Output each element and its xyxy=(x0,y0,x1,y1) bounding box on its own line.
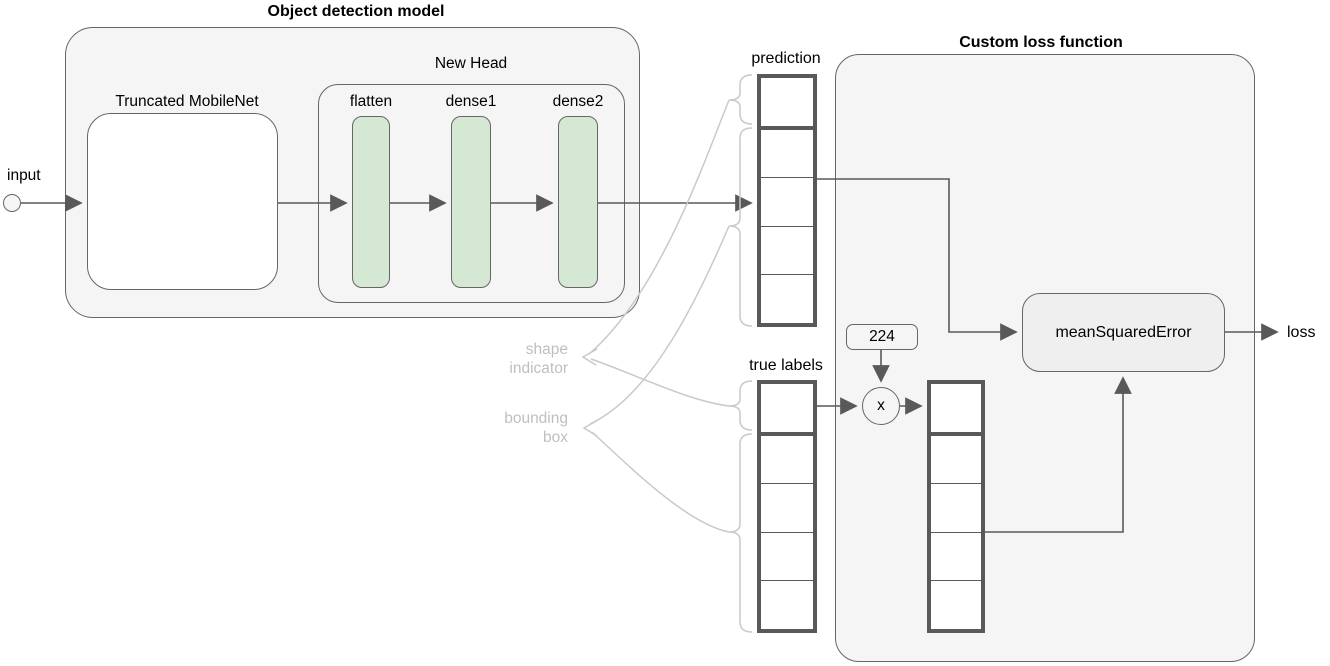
scaled-labels-cell xyxy=(931,431,981,484)
true-labels-cell xyxy=(761,384,813,432)
loss-label: loss xyxy=(1287,324,1316,341)
mean-squared-error-label: meanSquaredError xyxy=(1055,323,1192,341)
prediction-cell xyxy=(761,125,813,178)
brace-prediction-shape xyxy=(728,74,753,125)
prediction-label: prediction xyxy=(751,50,821,67)
brace-truelabels-bbox xyxy=(728,433,753,633)
input-label: input xyxy=(7,167,41,184)
prediction-cell xyxy=(761,274,813,323)
multiply-circle: x xyxy=(862,387,900,425)
shape-indicator-label: shape indicator xyxy=(509,341,568,377)
curve-truelabels-to-shape-indicator xyxy=(590,358,730,407)
true-labels-cell xyxy=(761,531,813,581)
truncated-mobilenet-box xyxy=(87,113,278,290)
scaled-labels-cell xyxy=(931,531,981,581)
scaled-labels-vector-stack xyxy=(927,380,985,633)
true-labels-cell xyxy=(761,483,813,532)
arrowhead-bounding-box xyxy=(582,419,599,437)
input-terminal-circle xyxy=(3,194,21,212)
true-labels-cell xyxy=(761,580,813,629)
true-labels-vector-stack xyxy=(757,380,817,633)
object-detection-title: Object detection model xyxy=(267,3,445,20)
flatten-layer-rect xyxy=(352,116,390,288)
new-head-label: New Head xyxy=(434,55,508,72)
prediction-cell xyxy=(761,78,813,126)
scale-224-box: 224 xyxy=(846,324,918,350)
prediction-cell xyxy=(761,177,813,226)
dense1-label: dense1 xyxy=(445,93,497,110)
multiply-symbol: x xyxy=(877,397,885,414)
curve-truelabels-to-bounding-box xyxy=(591,431,730,533)
brace-prediction-bbox xyxy=(728,127,753,327)
truncated-mobilenet-label: Truncated MobileNet xyxy=(115,93,259,110)
true-labels-cell xyxy=(761,431,813,484)
custom-loss-title: Custom loss function xyxy=(959,34,1123,51)
arrowhead-shape-indicator xyxy=(581,348,598,366)
true-labels-label: true labels xyxy=(749,357,823,374)
dense2-label: dense2 xyxy=(552,93,604,110)
scaled-labels-cell xyxy=(931,483,981,532)
mean-squared-error-box: meanSquaredError xyxy=(1022,293,1225,372)
bounding-box-label: bounding box xyxy=(504,410,568,446)
dense1-layer-rect xyxy=(451,116,491,288)
dense2-layer-rect xyxy=(558,116,598,288)
flatten-label: flatten xyxy=(349,93,393,110)
prediction-vector-stack xyxy=(757,74,817,327)
scaled-labels-cell xyxy=(931,384,981,432)
prediction-cell xyxy=(761,225,813,275)
scaled-labels-cell xyxy=(931,580,981,629)
brace-truelabels-shape xyxy=(728,380,753,431)
scale-224-value: 224 xyxy=(869,328,895,345)
